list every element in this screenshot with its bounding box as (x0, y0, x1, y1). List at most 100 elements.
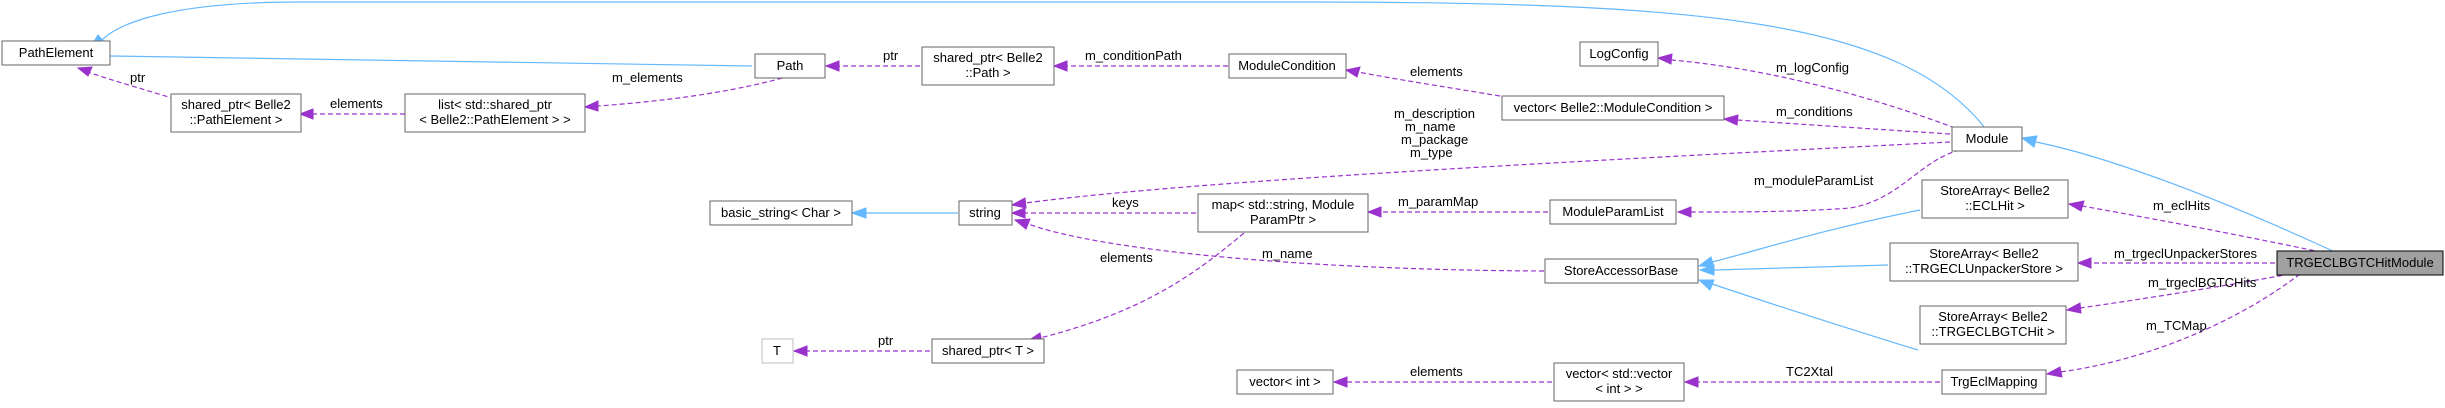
edge-tc2xtal: TC2Xtal (1683, 364, 1940, 388)
node-module-param-list[interactable]: ModuleParamList (1549, 199, 1677, 225)
edge-label: m_elements (612, 70, 683, 85)
edge-label: m_eclHits (2153, 198, 2211, 213)
node-label: shared_ptr< Belle2 (181, 97, 291, 112)
node-label: ::TRGECLUnpackerStore > (1905, 261, 2063, 276)
edge-label: m_logConfig (1776, 60, 1849, 75)
edge-label: elements (1410, 64, 1463, 79)
edge-label: m_type (1410, 145, 1453, 160)
edge-label: m_TCMap (2146, 318, 2207, 333)
node-store-array-bgtc-hit[interactable]: StoreArray< Belle2 ::TRGECLBGTCHit > (1919, 305, 2067, 345)
edge-string-to-basicstring (850, 207, 958, 219)
edge-elements-condition: elements (1344, 64, 1501, 97)
edge-label: m_package (1401, 132, 1468, 147)
node-label: ::TRGECLBGTCHit > (1931, 324, 2054, 339)
node-label: string (969, 205, 1001, 220)
edge-m-moduleparamlist: m_moduleParamList (1676, 149, 1961, 218)
node-label: ModuleParamList (1562, 204, 1664, 219)
node-vector-vector-int[interactable]: vector< std::vector < int > > (1553, 362, 1685, 402)
edge-label: m_trgeclBGTCHits (2148, 275, 2257, 290)
node-map-string[interactable]: map< std::string, Module ParamPtr > (1197, 193, 1369, 233)
node-label: < Belle2::PathElement > > (419, 112, 570, 127)
node-trg-ecl-mapping[interactable]: TrgEclMapping (1941, 369, 2047, 395)
node-list-shared-ptr[interactable]: list< std::shared_ptr < Belle2::PathElem… (404, 93, 586, 133)
node-label: TrgEclMapping (1951, 374, 2038, 389)
edge-elements-list: elements (298, 96, 405, 120)
edge-label: m_paramMap (1398, 194, 1478, 209)
node-store-accessor-base[interactable]: StoreAccessorBase (1544, 258, 1699, 284)
edge-m-tcmap: m_TCMap (2045, 273, 2301, 378)
node-module[interactable]: Module (1951, 126, 2023, 152)
node-label: Module (1966, 131, 2009, 146)
edge-label: elements (1100, 250, 1153, 265)
edge-m-parammap: m_paramMap (1366, 194, 1548, 218)
edge-m-conditionpath: m_conditionPath (1052, 48, 1228, 72)
node-label: Path (777, 58, 804, 73)
node-label: LogConfig (1589, 46, 1648, 61)
edge-label: elements (1410, 364, 1463, 379)
node-path-element[interactable]: PathElement (1, 40, 111, 66)
node-label: basic_string< Char > (721, 205, 841, 220)
node-path[interactable]: Path (754, 53, 826, 79)
edge-bgtchit-to-storeaccessor (1697, 279, 1919, 351)
node-shared-ptr-path-element[interactable]: shared_ptr< Belle2 ::PathElement > (170, 93, 302, 133)
edge-m-elements: m_elements (583, 70, 791, 112)
node-module-condition[interactable]: ModuleCondition (1228, 53, 1347, 79)
node-label: vector< Belle2::ModuleCondition > (1514, 100, 1713, 115)
edge-elements-vector: elements (1332, 364, 1552, 388)
node-label: ::Path > (965, 65, 1010, 80)
node-log-config[interactable]: LogConfig (1579, 41, 1659, 67)
node-label: T (773, 343, 781, 358)
node-shared-ptr-path[interactable]: shared_ptr< Belle2 ::Path > (921, 46, 1055, 86)
edge-label: m_name (1405, 119, 1456, 134)
edge-label: keys (1112, 195, 1139, 210)
edge-path-to-pathelement (94, 50, 753, 67)
node-label: shared_ptr< T > (942, 343, 1034, 358)
edge-main-to-module (2020, 135, 2336, 253)
edge-m-trgeclunpackerstores: m_trgeclUnpackerStores (2076, 246, 2275, 269)
node-vector-int[interactable]: vector< int > (1236, 369, 1334, 395)
node-label: map< std::string, Module (1212, 197, 1355, 212)
node-vector-module-condition[interactable]: vector< Belle2::ModuleCondition > (1501, 95, 1725, 121)
node-label: StoreArray< Belle2 (1929, 246, 2038, 261)
node-store-array-ecl-hit[interactable]: StoreArray< Belle2 ::ECLHit > (1921, 179, 2069, 219)
node-shared-ptr-t[interactable]: shared_ptr< T > (931, 338, 1045, 364)
edge-label: ptr (883, 48, 899, 63)
node-store-array-unpacker[interactable]: StoreArray< Belle2 ::TRGECLUnpackerStore… (1889, 242, 2079, 282)
node-string[interactable]: string (958, 200, 1013, 226)
edge-label: m_trgeclUnpackerStores (2114, 246, 2258, 261)
edge-label: m_conditions (1776, 104, 1853, 119)
edge-elements-map: elements (1026, 227, 1251, 344)
edge-module-strings: m_description m_name m_package m_type (1010, 106, 1951, 209)
edge-keys: keys (1010, 195, 1196, 219)
edge-ptr-path: ptr (824, 48, 920, 72)
node-label: shared_ptr< Belle2 (933, 50, 1043, 65)
node-label: ::ECLHit > (1965, 198, 2025, 213)
node-label: list< std::shared_ptr (438, 97, 552, 112)
edge-unpacker-to-storeaccessor (1698, 264, 1889, 276)
node-label: StoreArray< Belle2 (1940, 183, 2049, 198)
node-label: ParamPtr > (1250, 212, 1316, 227)
edge-m-name: m_name (1013, 218, 1545, 272)
node-basic-string[interactable]: basic_string< Char > (709, 200, 853, 226)
edge-label: m_name (1262, 246, 1313, 261)
edge-label: ptr (878, 333, 894, 348)
node-label: < int > > (1595, 381, 1642, 396)
edge-m-trgeclbgtchits: m_trgeclBGTCHits (2065, 273, 2291, 314)
edge-label: TC2Xtal (1786, 364, 1833, 379)
edge-label: ptr (130, 70, 146, 85)
edge-label: elements (330, 96, 383, 111)
node-label: StoreArray< Belle2 (1938, 309, 2047, 324)
edge-label: m_conditionPath (1085, 48, 1182, 63)
node-label: TRGECLBGTCHitModule (2286, 255, 2433, 270)
edge-label: m_description (1394, 106, 1475, 121)
edge-ptr-t: ptr (792, 333, 930, 357)
node-label: vector< int > (1249, 374, 1321, 389)
edge-m-logconfig: m_logConfig (1656, 53, 1956, 129)
node-label: StoreAccessorBase (1564, 263, 1678, 278)
edge-label: m_moduleParamList (1754, 173, 1874, 188)
node-main-module[interactable]: TRGECLBGTCHitModule (2276, 250, 2444, 276)
node-t-param[interactable]: T (761, 338, 794, 364)
edge-eclhit-to-storeaccessor (1697, 209, 1921, 268)
edge-m-conditions: m_conditions (1722, 104, 1951, 135)
